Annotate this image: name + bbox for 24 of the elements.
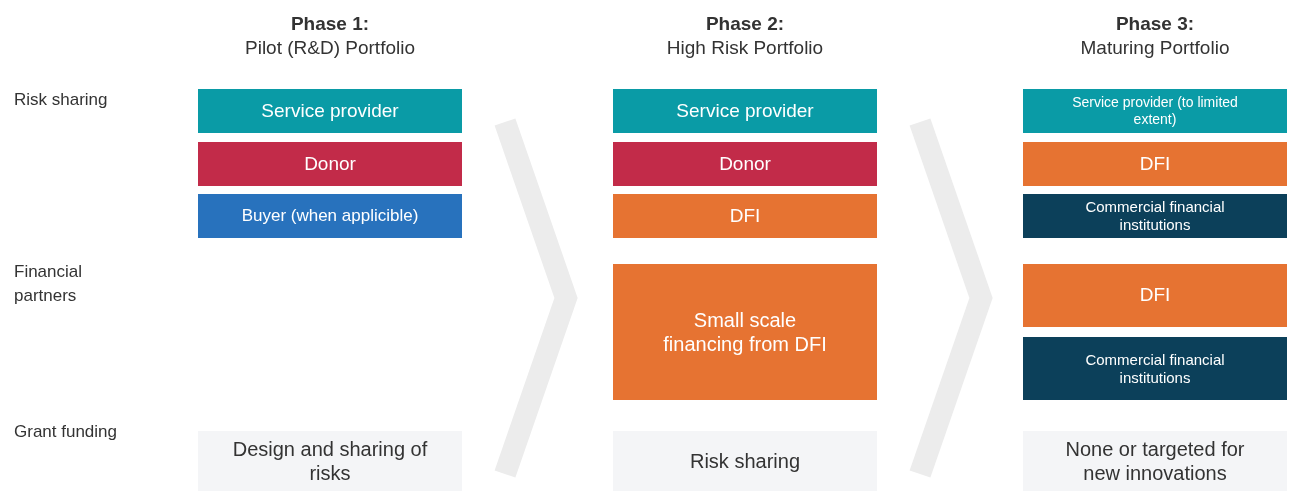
process-box: Buyer (when applicible) [198,194,462,238]
process-box: Commercial financial institutions [1023,194,1287,238]
process-box: DFI [1023,264,1287,327]
process-box: Donor [198,142,462,186]
phase-heading: Phase 1: [289,12,371,36]
phase-heading: Phase 3: [1114,12,1196,36]
phase-heading: Phase 2: [704,12,786,36]
process-box: Risk sharing [613,431,877,491]
process-box: None or targeted for new innovations [1023,431,1287,491]
process-box: Service provider (to limited extent) [1023,89,1287,133]
process-box: Donor [613,142,877,186]
process-box: DFI [1023,142,1287,186]
process-box: Small scale financing from DFI [613,264,877,400]
process-box: Service provider [613,89,877,133]
process-box: Commercial financial institutions [1023,337,1287,400]
phase-subheading: Pilot (R&D) Portfolio [244,35,416,60]
process-box: DFI [613,194,877,238]
phase-subheading: High Risk Portfolio [665,35,825,60]
row-label: Grant funding [14,421,118,443]
process-box: Service provider [198,89,462,133]
row-label: Financial partners [14,261,84,307]
phase-subheading: Maturing Portfolio [1079,35,1231,60]
process-box: Design and sharing of risks [198,431,462,491]
row-label: Risk sharing [14,89,109,111]
